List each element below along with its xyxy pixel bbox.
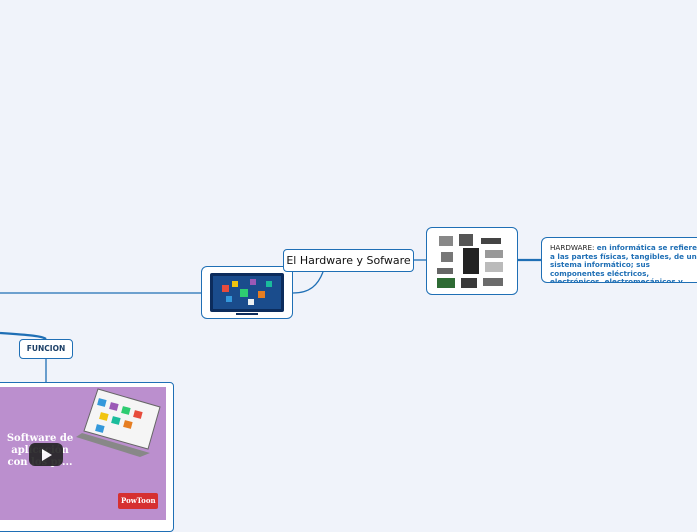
play-button-icon[interactable] <box>29 443 63 466</box>
hardware-definition-text: en informática se refiere a las partes f… <box>550 243 697 283</box>
apps-monitor-image <box>210 273 284 315</box>
video-thumbnail[interactable]: PowToon <box>0 387 166 520</box>
root-node-title[interactable]: El Hardware y Sofware <box>283 249 414 272</box>
hardware-definition-node[interactable]: HARDWARE: en informática se refiere a la… <box>541 237 697 283</box>
hardware-prefix: HARDWARE: <box>550 243 595 252</box>
hardware-components-image <box>437 234 503 288</box>
video-badge: PowToon <box>121 496 156 505</box>
laptop-illustration <box>76 388 161 509</box>
image-node-apps-monitor[interactable] <box>201 266 293 319</box>
funcion-node[interactable]: FUNCION <box>19 339 73 359</box>
image-node-hardware-components[interactable] <box>426 227 518 295</box>
connector-lines <box>0 258 541 382</box>
